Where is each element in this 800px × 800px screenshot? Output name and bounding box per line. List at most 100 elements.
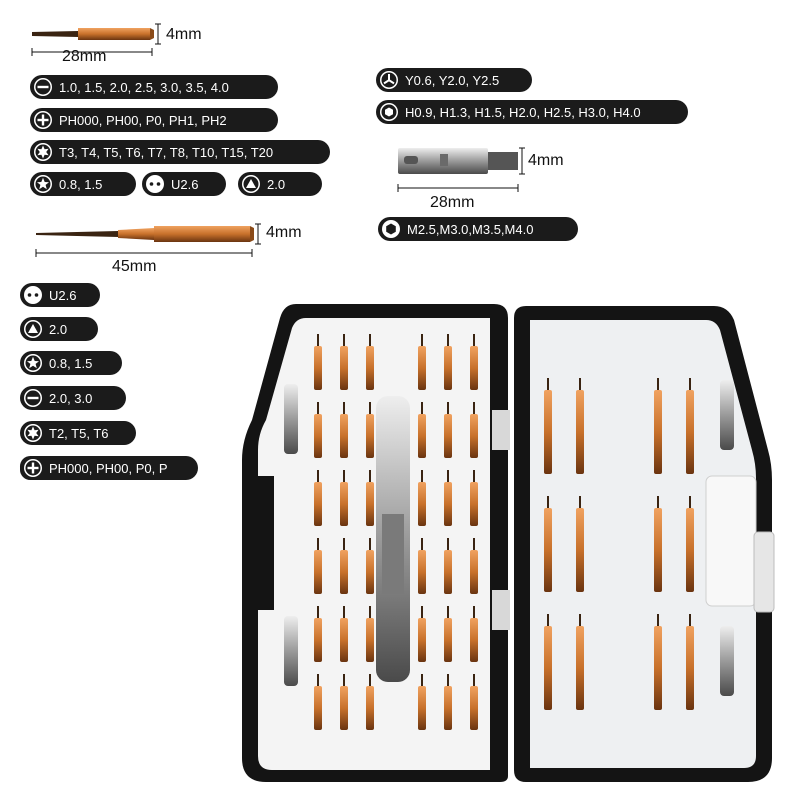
short-bit-tip [343,674,345,686]
short-bit [418,550,426,594]
long-bit [544,508,552,592]
short-bit-tip [447,334,449,346]
pill-text: T3, T4, T5, T6, T7, T8, T10, T15, T20 [59,144,274,160]
short-bit-tip [421,606,423,618]
short-bit-tip [369,538,371,550]
short-bit [444,686,452,730]
pill-long-u-type: U2.6 [20,283,100,307]
long-bit-tip [579,614,581,626]
short-bit [444,414,452,458]
short-bit-image [31,23,161,56]
tri-wing-icon [380,71,398,89]
short-bit-tip [447,538,449,550]
long-bit [654,626,662,710]
pill-tri-wing: Y0.6, Y2.0, Y2.5 [376,68,532,92]
pill-long-phillips: PH000, PH00, P0, P [20,456,198,480]
short-bit [366,346,374,390]
pill-slotted: 1.0, 1.5, 2.0, 2.5, 3.0, 3.5, 4.0 [30,75,278,99]
hex-socket-icon [382,220,400,238]
short-bit [314,346,322,390]
short-bit [314,686,322,730]
short-bit [470,414,478,458]
long-bit-height-label: 4mm [266,224,302,241]
pill-hex: H0.9, H1.3, H1.5, H2.0, H2.5, H3.0, H4.0 [376,100,688,124]
slotted-icon [34,78,52,96]
pill-text: U2.6 [171,176,199,192]
long-bit-image [35,223,261,257]
short-bit [366,686,374,730]
short-bit-tip [343,402,345,414]
short-bit-tip [447,402,449,414]
long-bit-tip [547,496,549,508]
pill-text: Y0.6, Y2.0, Y2.5 [405,72,500,88]
pill-long-slotted: 2.0, 3.0 [20,386,126,410]
long-bit-tip [547,378,549,390]
short-bit-tip [317,402,319,414]
pill-pentalobe: 0.8, 1.5 [30,172,136,196]
short-bit-width-label: 28mm [62,48,107,65]
short-bit-tip [317,334,319,346]
pill-text: PH000, PH00, P0, PH1, PH2 [59,112,227,128]
short-bit-tip [473,470,475,482]
pill-text: H0.9, H1.3, H1.5, H2.0, H2.5, H3.0, H4.0 [405,104,641,120]
short-bit [444,482,452,526]
short-bit [366,482,374,526]
pill-text: T2, T5, T6 [49,425,109,441]
short-bit [340,618,348,662]
short-bit-tip [317,674,319,686]
adapter-image [397,147,525,192]
short-bit [470,550,478,594]
short-bit [366,414,374,458]
short-bit-tip [369,674,371,686]
slotted-icon [24,389,42,407]
long-bit [654,390,662,474]
u-type-icon [24,286,42,304]
long-bit [686,390,694,474]
pill-text: 2.0 [267,176,286,192]
short-bit-tip [421,470,423,482]
short-bit [470,618,478,662]
short-bit-tip [421,538,423,550]
pill-long-pentalobe: 0.8, 1.5 [20,351,122,375]
short-bit [314,414,322,458]
short-bit-tip [473,334,475,346]
long-bit [686,626,694,710]
short-bit [340,550,348,594]
pentalobe-icon [24,354,42,372]
short-bit [418,482,426,526]
pill-text: 2.0, 3.0 [49,390,93,406]
short-bit-tip [447,606,449,618]
pill-text: U2.6 [49,287,77,303]
long-bit-width-label: 45mm [112,258,157,275]
u-type-icon [146,175,164,193]
short-bit-tip [473,538,475,550]
pill-long-triangle: 2.0 [20,317,98,341]
pill-triangle: 2.0 [238,172,322,196]
pill-long-torx: T2, T5, T6 [20,421,136,445]
short-bit [340,414,348,458]
hex-icon [380,103,398,121]
short-bit [444,618,452,662]
short-bit-tip [369,402,371,414]
long-bit [686,508,694,592]
short-bit [444,550,452,594]
short-bit-tip [421,334,423,346]
bit-rows [314,334,694,730]
short-bit [366,550,374,594]
long-bit [576,390,584,474]
short-bit [314,482,322,526]
short-bit [314,618,322,662]
long-bit-tip [579,378,581,390]
long-bit-tip [547,614,549,626]
triangle-icon [242,175,260,193]
short-bit [418,414,426,458]
short-bit-tip [317,470,319,482]
short-bit-tip [447,674,449,686]
pill-torx: T3, T4, T5, T6, T7, T8, T10, T15, T20 [30,140,330,164]
short-bit-tip [369,606,371,618]
long-bit-tip [657,496,659,508]
long-bit [544,390,552,474]
short-bit-tip [421,402,423,414]
long-bit [576,508,584,592]
phillips-icon [34,111,52,129]
